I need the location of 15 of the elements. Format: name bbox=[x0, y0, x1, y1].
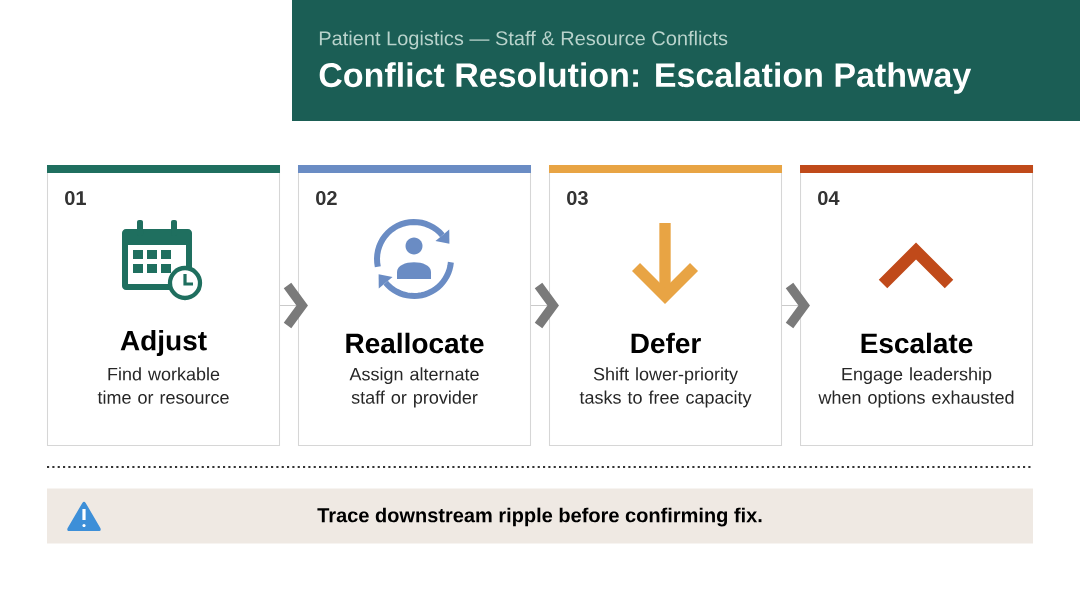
step-number: 03 bbox=[567, 190, 588, 206]
subtitle: Patient Logistics — Staff & Resource Conflicts bbox=[319, 30, 728, 50]
title: Conflict Resolution: Escalation Pathway bbox=[319, 62, 972, 94]
step-description: Find workable time or resource bbox=[97, 367, 229, 404]
step-description: Assign alternate staff or provider bbox=[349, 367, 479, 408]
step-number: 01 bbox=[65, 190, 86, 206]
step-description: Engage leadership when options exhausted bbox=[818, 367, 1014, 408]
step-title: Adjust bbox=[120, 329, 207, 357]
step-title: Defer bbox=[631, 332, 701, 354]
step-number: 04 bbox=[818, 190, 840, 206]
step-number: 02 bbox=[316, 190, 337, 206]
note-banner: Trace downstream ripple before confirming fix. bbox=[47, 488, 1033, 544]
step-title: Escalate bbox=[861, 332, 973, 354]
step-description: Shift lower-priority tasks to free capacity bbox=[579, 367, 752, 408]
step-title: Reallocate bbox=[346, 332, 484, 354]
